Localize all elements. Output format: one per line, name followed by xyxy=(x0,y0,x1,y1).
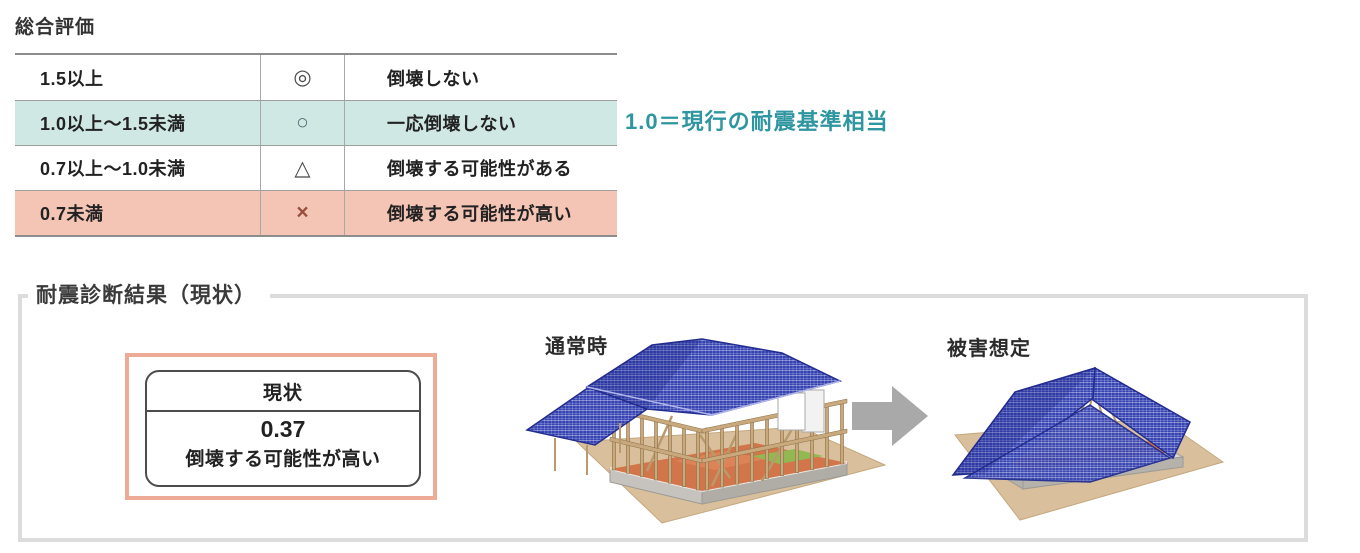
result-verdict: 倒壊する可能性が高い xyxy=(185,449,381,470)
table-row: 1.5以上 ◎ 倒壊しない xyxy=(15,55,617,100)
diagnosis-section-title: 耐震診断結果（現状） xyxy=(28,282,270,310)
rating-symbol: ○ xyxy=(260,101,345,145)
rating-symbol: △ xyxy=(260,146,345,190)
normal-state-label: 通常時 xyxy=(545,336,608,358)
result-box-inner: 現状 0.37 倒壊する可能性が高い xyxy=(145,370,421,487)
rating-table-title: 総合評価 xyxy=(15,17,96,38)
rating-symbol: ◎ xyxy=(260,55,345,100)
table-row: 0.7未満 × 倒壊する可能性が高い xyxy=(15,190,617,235)
rating-range: 1.5以上 xyxy=(40,68,104,89)
arrow-icon xyxy=(852,386,928,446)
rating-meaning: 一応倒壊しない xyxy=(387,114,517,134)
damaged-house-illustration xyxy=(951,366,1225,521)
rating-table: 1.5以上 ◎ 倒壊しない 1.0以上～1.5未満 ○ 一応倒壊しない 0.7以… xyxy=(15,53,617,237)
rating-range: 0.7未満 xyxy=(40,204,104,224)
rating-meaning: 倒壊する可能性がある xyxy=(387,159,572,179)
normal-house-illustration xyxy=(525,338,887,524)
table-row: 1.0以上～1.5未満 ○ 一応倒壊しない xyxy=(15,100,617,145)
damage-estimate-label: 被害想定 xyxy=(947,338,1031,360)
rating-range: 0.7以上～1.0未満 xyxy=(40,159,186,179)
table-row: 0.7以上～1.0未満 △ 倒壊する可能性がある xyxy=(15,145,617,190)
rating-symbol: × xyxy=(260,191,345,235)
result-box: 現状 0.37 倒壊する可能性が高い xyxy=(125,353,437,500)
rating-meaning: 倒壊する可能性が高い xyxy=(387,204,572,224)
result-score: 0.37 xyxy=(260,416,306,442)
result-header: 現状 xyxy=(147,372,419,412)
baseline-note: 1.0＝現行の耐震基準相当 xyxy=(625,109,889,134)
rating-meaning: 倒壊しない xyxy=(387,68,480,89)
rating-range: 1.0以上～1.5未満 xyxy=(40,114,186,134)
